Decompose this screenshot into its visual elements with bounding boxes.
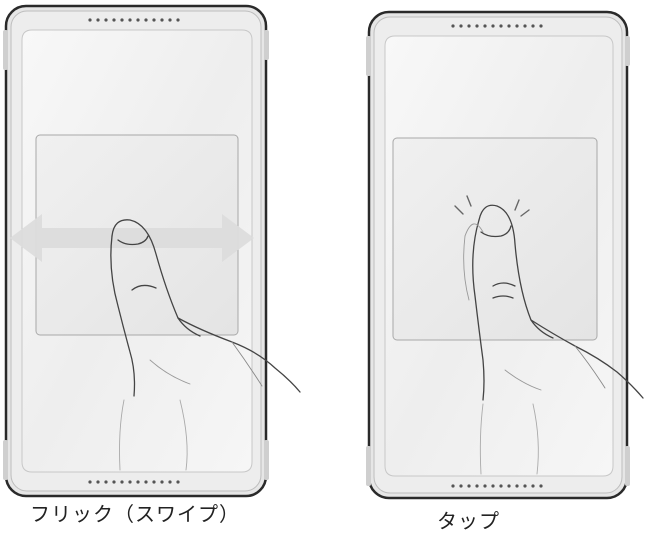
flick-illustration: フリック（スワイプ）: [0, 0, 320, 535]
tap-phone-icon: [366, 10, 644, 500]
flick-phone-icon: [3, 4, 301, 498]
hand-icon: [110, 219, 301, 471]
hand-icon: [463, 204, 644, 475]
flick-caption: フリック（スワイプ）: [30, 502, 240, 526]
tap-caption: タップ: [437, 509, 500, 533]
tap-illustration: タップ: [355, 0, 645, 535]
tap-burst-icon: [454, 195, 530, 217]
double-arrow-icon: [10, 214, 254, 262]
